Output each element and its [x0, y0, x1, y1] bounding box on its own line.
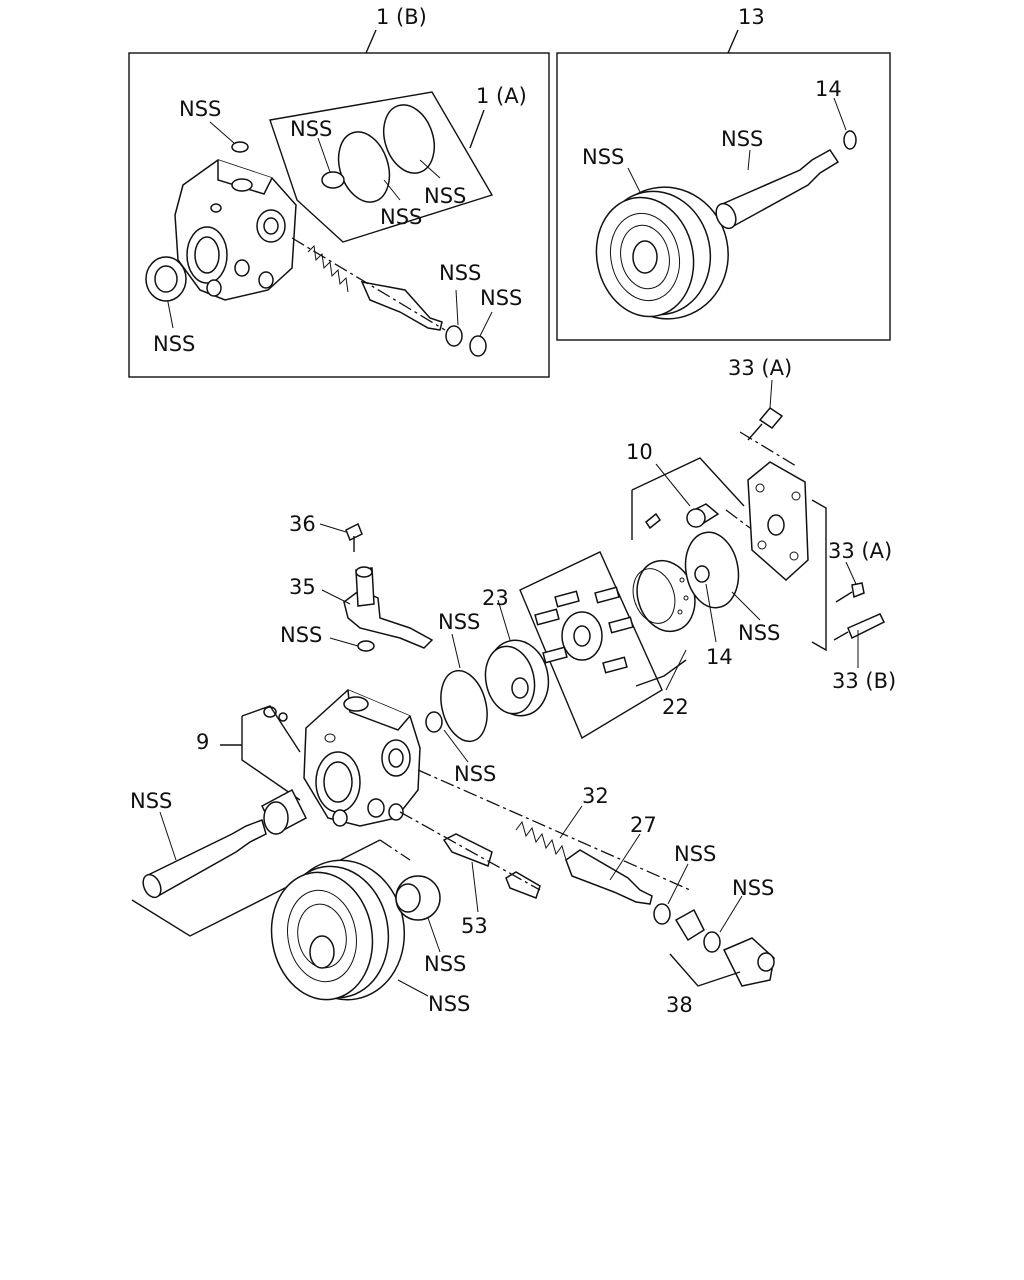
label-33a: 33 (A) [728, 356, 792, 380]
label-27: 27 [630, 813, 657, 837]
label-32: 32 [582, 784, 609, 808]
label-nss: NSS [674, 842, 716, 866]
label-1a: 1 (A) [476, 84, 527, 108]
bolt-33a-right [835, 582, 865, 603]
label-33b: 33 (B) [832, 669, 896, 693]
label-1b: 1 (B) [376, 5, 427, 29]
label-nss: NSS [424, 184, 466, 208]
label-33a: 33 (A) [828, 539, 892, 563]
label-10: 10 [626, 440, 653, 464]
shaft-inset [715, 149, 840, 230]
label-nss: NSS [424, 952, 466, 976]
inset-pulley-assembly-13: 13 NSS NSS 14 [556, 5, 891, 341]
label-23: 23 [482, 586, 509, 610]
label-nss: NSS [454, 762, 496, 786]
label-nss: NSS [153, 332, 195, 356]
label-nss: NSS [438, 610, 480, 634]
label-nss: NSS [380, 205, 422, 229]
label-nss: NSS [721, 127, 763, 151]
inset-pump-assembly-1b: 1 (B) 1 (A) NSS NSS NSS NSS NSS NSS NSS [128, 5, 550, 378]
label-13: 13 [738, 5, 765, 29]
valve-53 [399, 811, 541, 899]
label-nss: NSS [480, 286, 522, 310]
label-nss: NSS [738, 621, 780, 645]
label-nss: NSS [439, 261, 481, 285]
label-nss: NSS [732, 876, 774, 900]
rear-cover [747, 461, 809, 582]
spring-32 [417, 769, 691, 891]
oil-seal [395, 875, 441, 921]
label-9: 9 [196, 730, 209, 754]
stud-33b [833, 613, 886, 641]
label-22: 22 [662, 695, 689, 719]
label-14: 14 [815, 77, 842, 101]
shaft-main [142, 819, 267, 899]
label-nss: NSS [428, 992, 470, 1016]
rotor-vanes [519, 551, 663, 740]
label-36: 36 [289, 512, 316, 536]
valve-27 [565, 849, 653, 905]
bolt-33a-top [747, 407, 784, 441]
label-14: 14 [706, 645, 733, 669]
label-nss: NSS [280, 623, 322, 647]
pulley-inset [595, 186, 729, 320]
label-nss: NSS [130, 789, 172, 813]
label-nss: NSS [179, 97, 221, 121]
side-plate-23 [484, 639, 550, 717]
label-35: 35 [289, 575, 316, 599]
label-53: 53 [461, 914, 488, 938]
pump-housing-main [303, 689, 421, 827]
bushing-10 [686, 503, 720, 528]
label-nss: NSS [290, 117, 332, 141]
valve-spring-inset [291, 237, 446, 331]
bolt-36 [345, 522, 363, 552]
main-exploded-view: 33 (A) 10 36 33 (A) 35 23 NSS NSS NSS 14… [130, 356, 896, 1017]
bushing-9 [261, 788, 307, 836]
bracket-35 [343, 566, 434, 649]
pump-housing-inset [174, 159, 297, 301]
label-38: 38 [666, 993, 693, 1017]
fitting-38 [653, 903, 775, 987]
pulley-main [270, 859, 406, 1001]
label-nss: NSS [582, 145, 624, 169]
